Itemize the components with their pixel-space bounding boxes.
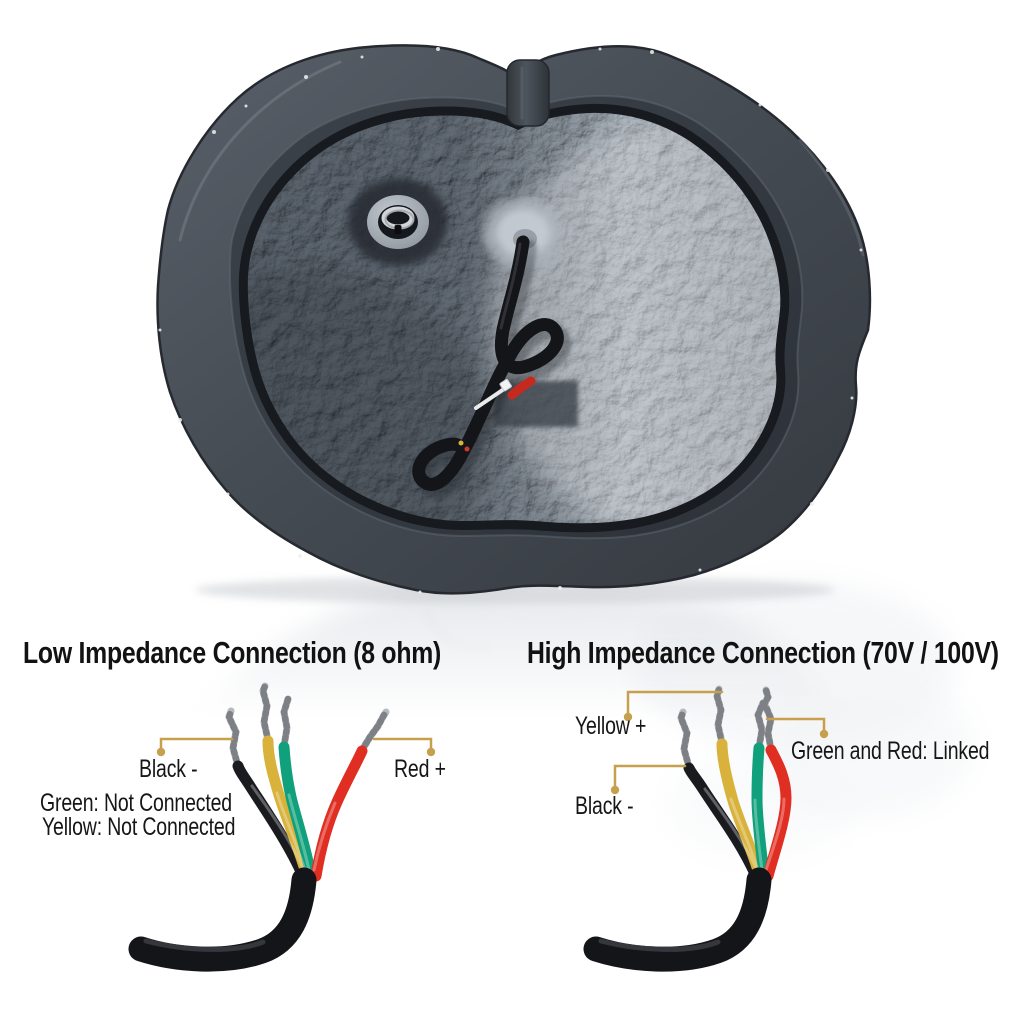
screw-plug bbox=[348, 178, 448, 266]
low-impedance-title: Low Impedance Connection (8 ohm) bbox=[23, 635, 442, 670]
rock-speaker-underside bbox=[156, 44, 872, 595]
low-impedance-diagram bbox=[128, 682, 436, 972]
callout-dot-black-high bbox=[610, 785, 620, 795]
cable-sheath-high bbox=[583, 867, 772, 972]
low-black-wire-label: Black - bbox=[139, 755, 198, 783]
high-black-wire-label: Black - bbox=[575, 792, 634, 820]
callouts-low bbox=[156, 737, 436, 757]
low-yellow-not-connected-label: Yellow: Not Connected bbox=[42, 813, 236, 841]
green-wire-high bbox=[751, 742, 770, 882]
low-red-wire-label: Red + bbox=[394, 755, 446, 783]
callout-line-red-low bbox=[372, 737, 433, 751]
cable-sheath-low bbox=[128, 867, 317, 972]
callouts-high bbox=[610, 690, 829, 795]
callout-line-greenred-high bbox=[765, 717, 826, 733]
zip-tie bbox=[474, 378, 512, 410]
mounting-tab bbox=[506, 59, 550, 127]
callout-line-black-low bbox=[159, 737, 234, 751]
low-green-not-connected-label: Green: Not Connected bbox=[40, 789, 233, 817]
callout-dot-greenred-high bbox=[819, 729, 829, 739]
callout-dot-red-low bbox=[426, 747, 436, 757]
callout-line-yellow-high bbox=[626, 690, 724, 716]
edge-speckles bbox=[158, 47, 863, 594]
high-impedance-title: High Impedance Connection (70V / 100V) bbox=[527, 635, 999, 670]
stripped-wire-tips-low bbox=[225, 682, 390, 770]
black-wire-low bbox=[232, 760, 309, 882]
green-wire-low bbox=[278, 741, 317, 882]
callout-dot-black-low bbox=[156, 747, 166, 757]
red-wire-high bbox=[762, 744, 792, 882]
red-wire-low bbox=[310, 745, 368, 882]
red-tape bbox=[507, 376, 536, 400]
high-impedance-diagram bbox=[583, 685, 829, 972]
cable-gland bbox=[483, 197, 563, 269]
stripped-wire-tips-high bbox=[677, 685, 775, 771]
callout-dot-yellow-high bbox=[623, 712, 633, 722]
yellow-wire-high bbox=[716, 738, 766, 882]
high-yellow-wire-label: Yellow + bbox=[575, 712, 647, 740]
rock-reflection bbox=[157, 576, 975, 1024]
yellow-wire-low bbox=[262, 735, 313, 882]
black-wire-high bbox=[683, 762, 762, 882]
callout-line-black-high bbox=[613, 764, 687, 789]
speaker-cable bbox=[412, 235, 572, 499]
high-green-red-linked-label: Green and Red: Linked bbox=[791, 737, 990, 765]
